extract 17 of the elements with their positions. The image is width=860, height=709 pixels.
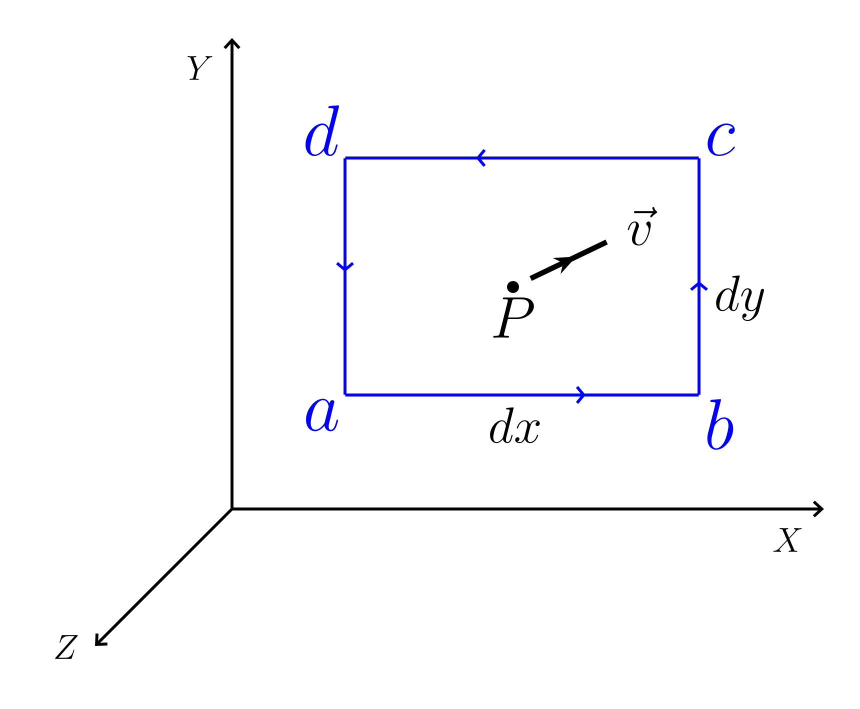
edge-label: $dy$ bbox=[716, 275, 764, 321]
axis-label: $Z$ bbox=[55, 635, 78, 659]
corner-label: $c$ bbox=[708, 124, 735, 156]
axis-label: $Y$ bbox=[188, 56, 212, 80]
path-segment bbox=[345, 149, 699, 167]
point: $P$ bbox=[493, 281, 534, 338]
vector-label: $\vec{v}$ bbox=[628, 206, 658, 246]
path-segment bbox=[345, 386, 699, 404]
vector-arrow bbox=[530, 240, 608, 281]
edge-label: $dx$ bbox=[490, 407, 540, 444]
corner-label: $a$ bbox=[306, 398, 338, 432]
corner-label: $b$ bbox=[707, 399, 734, 450]
axis-label: $X$ bbox=[773, 528, 802, 552]
node-label: $P$ bbox=[493, 298, 534, 338]
path-segment bbox=[336, 158, 354, 395]
path-segment bbox=[690, 158, 708, 395]
corner-label: $d$ bbox=[306, 105, 340, 156]
